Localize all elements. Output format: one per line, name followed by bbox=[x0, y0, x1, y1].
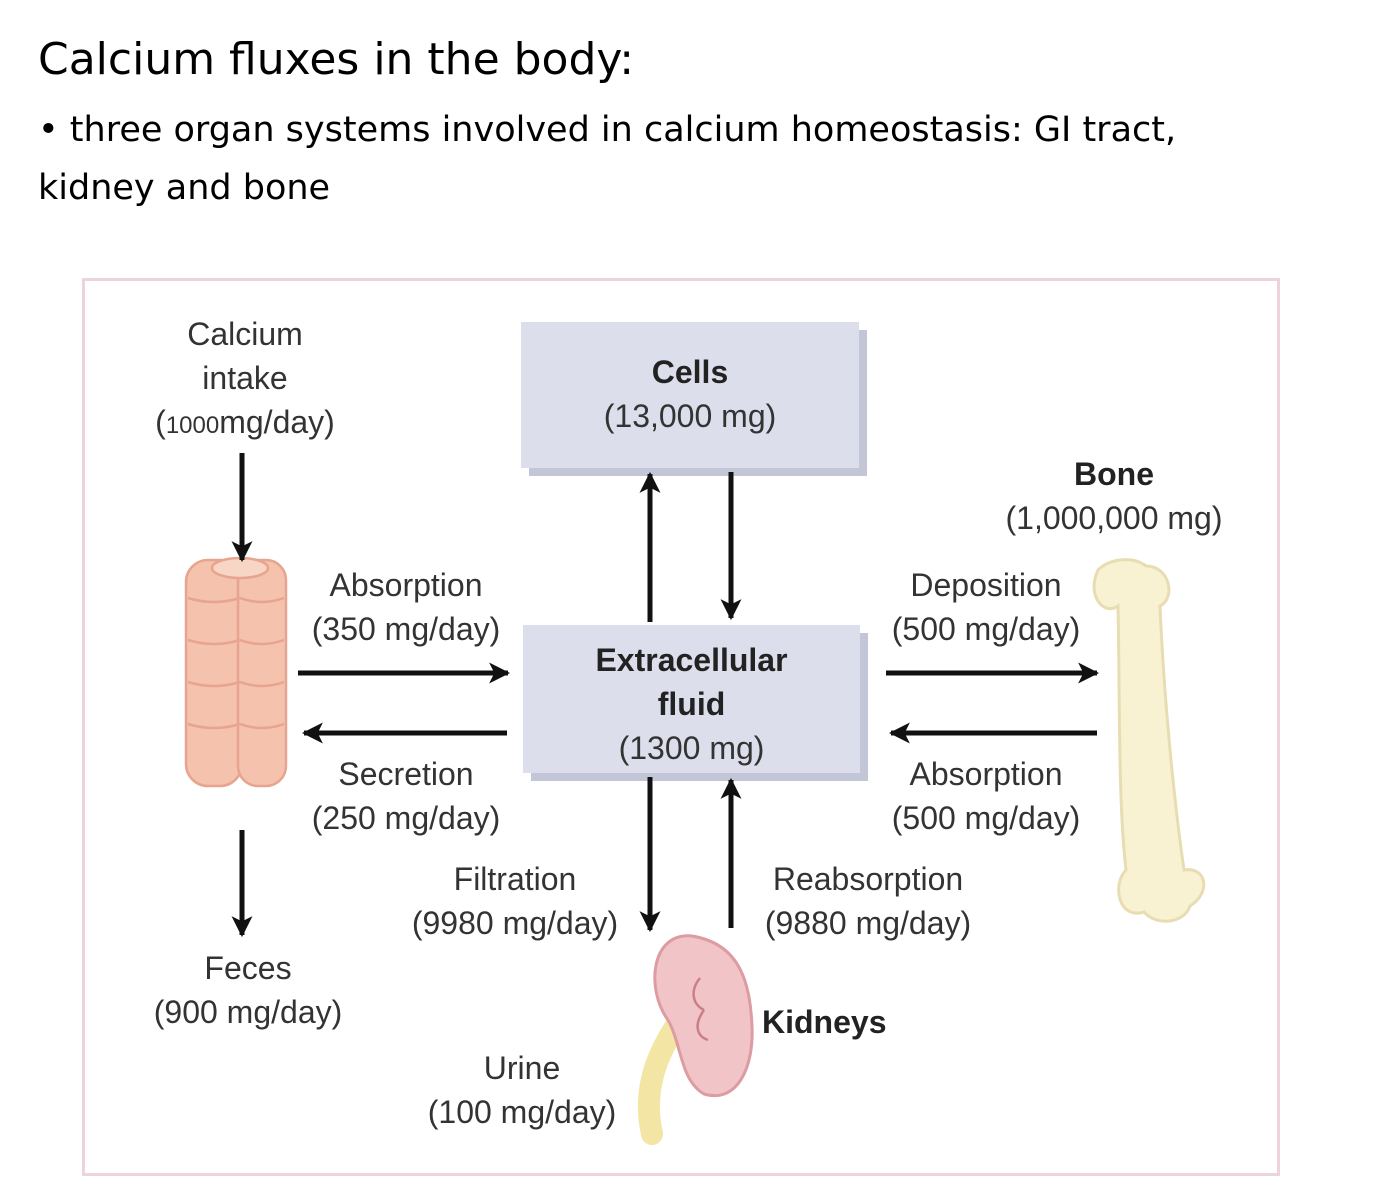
extracellular-fluid-box bbox=[523, 625, 860, 773]
bone-label: Bone (1,000,000 mg) bbox=[980, 452, 1248, 540]
reabsorption-label: Reabsorption (9880 mg/day) bbox=[764, 861, 972, 941]
cells-amount: (13,000 mg) bbox=[603, 398, 777, 434]
kidney-icon bbox=[637, 934, 754, 1145]
gi-secretion-label: Secretion (250 mg/day) bbox=[311, 756, 501, 836]
bone-amount: (1,000,000 mg) bbox=[1005, 500, 1223, 536]
bone-icon bbox=[1092, 558, 1206, 923]
urine-label: Urine (100 mg/day) bbox=[427, 1050, 617, 1130]
cells-box bbox=[521, 322, 859, 468]
calcium-intake-label: Calcium intake (1000mg/day) bbox=[105, 312, 385, 448]
gi-absorption-label: Absorption (350 mg/day) bbox=[311, 567, 501, 647]
deposition-label: Deposition (500 mg/day) bbox=[891, 567, 1081, 647]
cells-label: Cells (13,000 mg) bbox=[521, 350, 859, 438]
intake-line2: intake bbox=[202, 360, 288, 396]
bullet-text-1: three organ systems involved in calcium … bbox=[69, 110, 1177, 150]
ecf-label: Extracellular fluid (1300 mg) bbox=[523, 638, 860, 770]
feces-label: Feces (900 mg/day) bbox=[153, 950, 343, 1030]
diagram-frame bbox=[82, 278, 1280, 1176]
filtration-label: Filtration (9980 mg/day) bbox=[411, 861, 619, 941]
intake-rate: (1000mg/day) bbox=[155, 404, 335, 440]
bullet-text-2: kidney and bone bbox=[38, 168, 331, 208]
bullet-marker: • bbox=[38, 110, 59, 150]
ecf-title-line2: fluid bbox=[657, 686, 726, 722]
bone-absorption-label: Absorption (500 mg/day) bbox=[891, 756, 1081, 836]
ecf-title-line1: Extracellular bbox=[595, 642, 788, 678]
bone-title: Bone bbox=[1074, 456, 1154, 492]
intake-line1: Calcium bbox=[187, 316, 303, 352]
slide-title: Calcium fluxes in the body: bbox=[38, 34, 635, 85]
bullet-line-1: • three organ systems involved in calciu… bbox=[38, 110, 1176, 150]
ecf-amount: (1300 mg) bbox=[618, 730, 765, 766]
cells-title: Cells bbox=[651, 354, 729, 390]
kidneys-label: Kidneys bbox=[762, 1004, 887, 1040]
intestine-icon bbox=[184, 556, 288, 788]
